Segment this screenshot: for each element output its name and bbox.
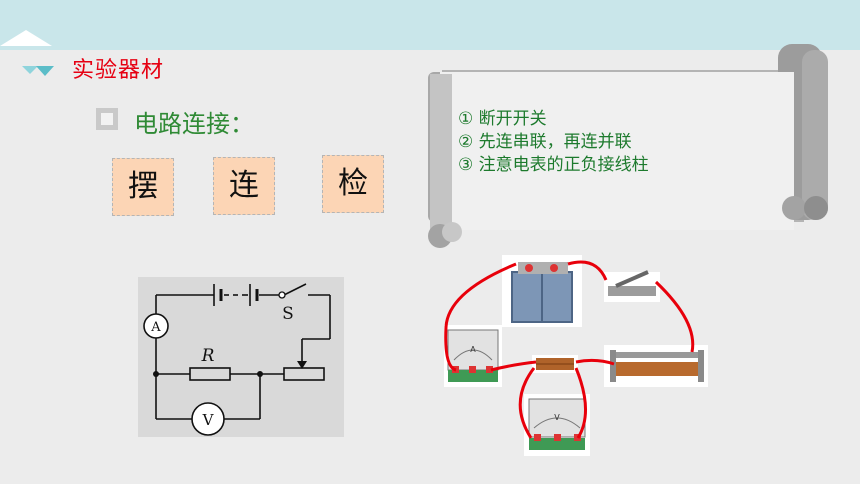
voltmeter-dial-label: V: [554, 413, 560, 422]
ammeter-dial-label: A: [470, 345, 476, 354]
step-card-place: 摆: [112, 158, 174, 216]
header-band: [0, 0, 860, 50]
rheostat-icon: [604, 345, 708, 387]
scroll-banner: [428, 44, 828, 248]
resistor-icon: [532, 355, 578, 373]
note-item: ② 先连串联，再连并联: [458, 132, 632, 152]
knife-switch-icon: [604, 270, 660, 302]
voltmeter-icon: V: [524, 394, 590, 456]
bullet-square-icon: [96, 108, 118, 130]
resistor-label: R: [201, 346, 215, 366]
battery-box-icon: [502, 255, 582, 327]
physical-circuit-illustration: A V: [444, 255, 708, 456]
connecting-wires: [444, 260, 695, 439]
corner-decoration: [0, 30, 54, 76]
note-list: ① 断开开关 ② 先连串联，再连并联 ③ 注意电表的正负接线柱: [458, 108, 649, 177]
step-card-connect: 连: [213, 157, 275, 215]
subheading: 电路连接：: [134, 110, 254, 138]
note-item: ③ 注意电表的正负接线柱: [458, 155, 649, 175]
switch-label: S: [282, 304, 294, 324]
step-card-check: 检: [322, 155, 384, 213]
ammeter-icon: A: [444, 325, 502, 387]
note-item: ① 断开开关: [458, 109, 547, 129]
circuit-diagram: A S R V: [138, 277, 344, 437]
voltmeter-label: V: [202, 411, 215, 429]
section-title: 实验器材: [72, 58, 165, 83]
ammeter-label: A: [150, 320, 161, 335]
